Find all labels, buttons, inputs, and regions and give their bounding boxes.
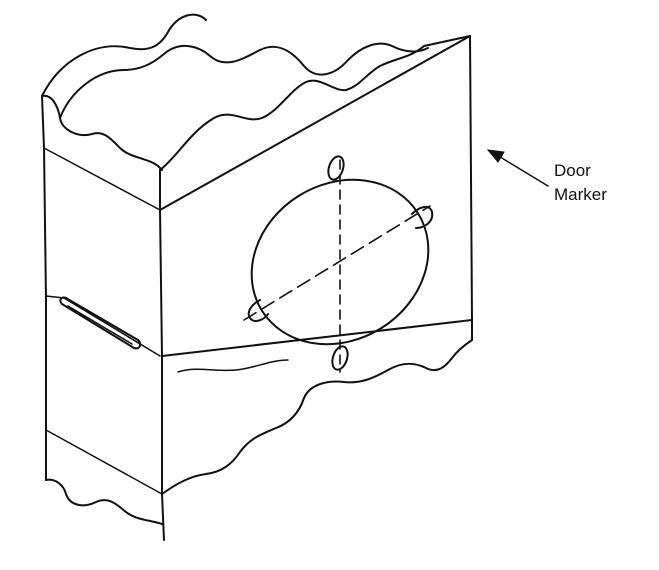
- screw-hole-top: [327, 155, 345, 181]
- horizontal-centerline: [243, 205, 431, 321]
- door-edge: [41, 94, 163, 525]
- screw-hole-bottom: [331, 345, 349, 371]
- latch-slot: [59, 296, 142, 350]
- door-marker-label: Door Marker: [554, 161, 607, 204]
- callout-arrow: [486, 149, 549, 187]
- door-face: [41, 13, 473, 541]
- latch-notch-right: [411, 206, 434, 229]
- label-line-2: Marker: [554, 185, 607, 204]
- label-line-1: Door: [554, 161, 591, 180]
- door-marker-template: [243, 155, 434, 373]
- latch-notch-left: [247, 299, 269, 322]
- bore-hole-outline: [250, 178, 430, 346]
